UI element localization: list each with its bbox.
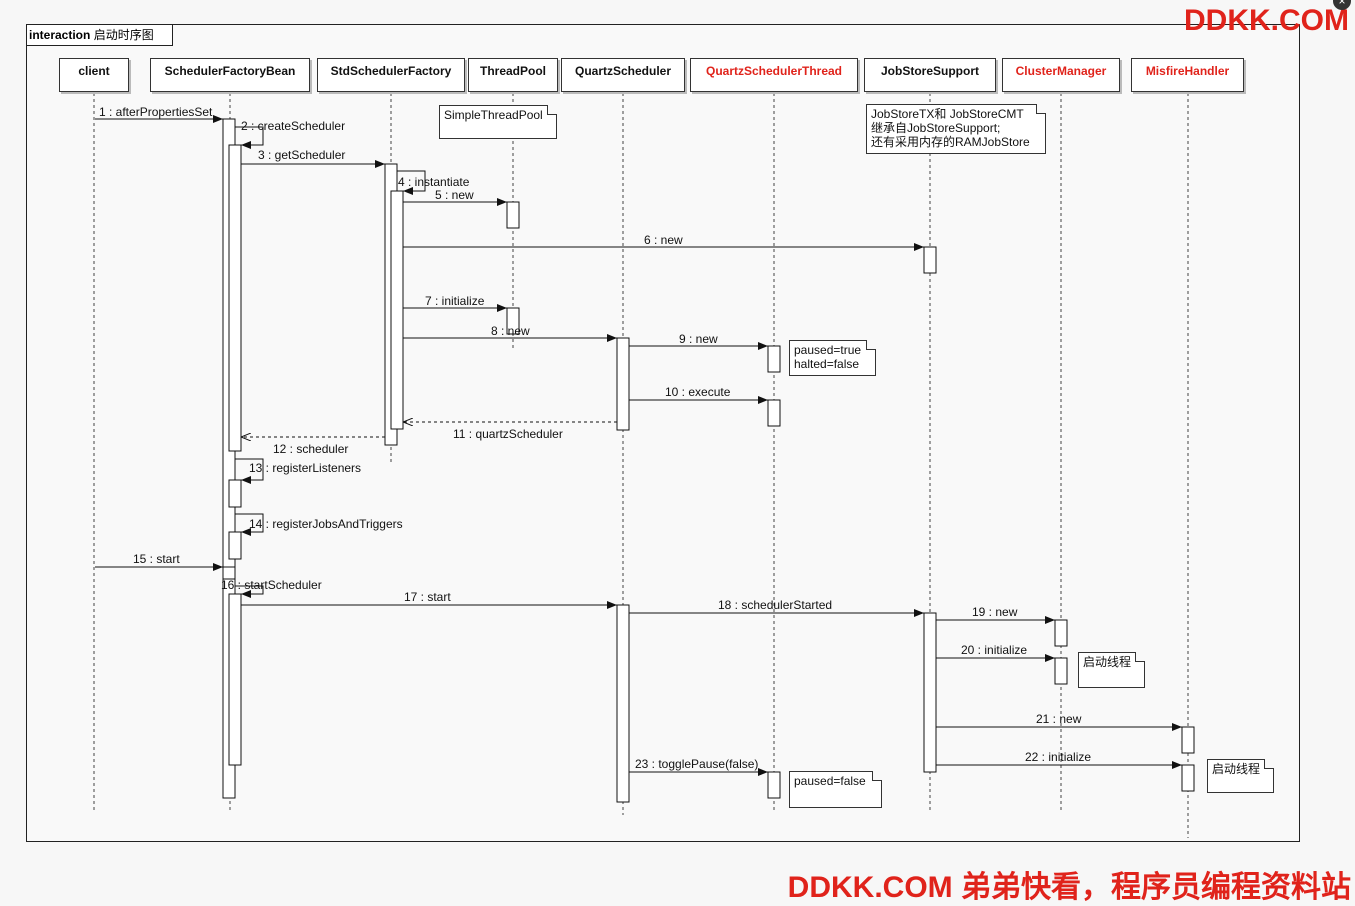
lifeline-label: client xyxy=(78,64,110,78)
lifeline-cluster-manager[interactable]: ClusterManager xyxy=(1002,58,1120,92)
activation-bar-14 xyxy=(767,399,781,427)
activation-bar-21 xyxy=(1181,764,1195,792)
activation-bar-11 xyxy=(616,337,630,431)
activation-bar-13 xyxy=(767,345,781,373)
message-1-label: 1 : afterPropertiesSet xyxy=(99,105,213,119)
self-message-arrow-14 xyxy=(235,513,264,536)
lifeline-label: StdSchedulerFactory xyxy=(330,64,452,78)
message-2-label: 2 : createScheduler xyxy=(241,119,346,133)
note-misfire-start-thread: 启动线程 xyxy=(1207,759,1274,793)
message-19-label: 19 : new xyxy=(972,605,1018,619)
activation-bar-3 xyxy=(228,479,242,508)
activation-bar-8 xyxy=(390,190,404,430)
activation-bar-16 xyxy=(923,246,937,274)
message-15-label: 15 : start xyxy=(133,552,180,566)
note-fold-corner xyxy=(547,105,557,115)
activation-bar-19 xyxy=(1054,657,1068,685)
note-line: 继承自JobStoreSupport; xyxy=(871,121,1001,135)
message-13-label: 13 : registerListeners xyxy=(249,461,362,475)
activation-bar-15 xyxy=(767,771,781,799)
activation-bar-20 xyxy=(1181,726,1195,754)
note-line: 启动线程 xyxy=(1212,762,1261,776)
note-job-store: JobStoreTX和 JobStoreCMT 继承自JobStoreSuppo… xyxy=(866,104,1046,154)
note-paused-false: paused=false xyxy=(789,771,882,808)
note-simple-thread-pool: SimpleThreadPool xyxy=(439,105,557,139)
message-8-label: 8 : new xyxy=(491,324,530,338)
lifeline-label: QuartzSchedulerThread xyxy=(705,64,843,78)
note-line: paused=true xyxy=(794,343,862,357)
note-line: 还有采用内存的RAMJobStore xyxy=(871,135,1030,149)
note-fold-corner xyxy=(1135,652,1145,662)
activation-bar-12 xyxy=(616,604,630,803)
message-17-label: 17 : start xyxy=(404,590,451,604)
lifeline-scheduler-factory-bean[interactable]: SchedulerFactoryBean xyxy=(150,58,310,92)
message-7-label: 7 : initialize xyxy=(425,294,485,308)
message-4-label: 4 : instantiate xyxy=(398,175,470,189)
message-12-label: 12 : scheduler xyxy=(273,442,349,456)
activation-bar-10 xyxy=(506,307,520,335)
self-message-arrow-4 xyxy=(397,170,426,195)
message-6-label: 6 : new xyxy=(644,233,683,247)
lifeline-label: ThreadPool xyxy=(479,64,546,78)
message-23-label: 23 : togglePause(false) xyxy=(635,757,759,771)
message-22-label: 22 : initialize xyxy=(1025,750,1092,764)
message-21-label: 21 : new xyxy=(1036,712,1082,726)
note-fold-corner xyxy=(1264,759,1274,769)
message-11-label: 11 : quartzScheduler xyxy=(453,427,563,441)
message-5-label: 5 : new xyxy=(435,188,474,202)
activation-bar-2 xyxy=(228,144,242,452)
activation-bar-9 xyxy=(506,201,520,229)
watermark-logo-top: DDKK.COM xyxy=(1184,4,1349,37)
lifeline-quartz-scheduler[interactable]: QuartzScheduler xyxy=(561,58,685,92)
lifeline-job-store-support[interactable]: JobStoreSupport xyxy=(864,58,996,92)
message-3-label: 3 : getScheduler xyxy=(258,148,346,162)
lifeline-misfire-handler[interactable]: MisfireHandler xyxy=(1131,58,1244,92)
note-cluster-start-thread: 启动线程 xyxy=(1078,652,1145,688)
lifeline-std-scheduler-factory[interactable]: StdSchedulerFactory xyxy=(317,58,465,92)
lifeline-label: QuartzScheduler xyxy=(574,64,672,78)
activation-bar-5 xyxy=(222,566,236,580)
lifeline-quartz-scheduler-thread[interactable]: QuartzSchedulerThread xyxy=(690,58,858,92)
note-line: halted=false xyxy=(794,357,860,371)
activation-bar-17 xyxy=(923,612,937,773)
note-fold-corner xyxy=(872,771,882,781)
lifeline-label: JobStoreSupport xyxy=(881,64,979,78)
activation-bar-6 xyxy=(228,593,242,766)
message-9-label: 9 : new xyxy=(679,332,718,346)
lifeline-label: SchedulerFactoryBean xyxy=(164,64,296,78)
close-icon[interactable]: × xyxy=(1333,0,1351,10)
message-16-label: 16 : startScheduler xyxy=(221,578,322,592)
lifeline-client[interactable]: client xyxy=(59,58,129,92)
note-line: SimpleThreadPool xyxy=(444,108,543,122)
message-14-label: 14 : registerJobsAndTriggers xyxy=(249,517,403,531)
lifeline-thread-pool[interactable]: ThreadPool xyxy=(468,58,558,92)
note-line: JobStoreTX和 JobStoreCMT xyxy=(871,107,1024,121)
self-message-arrow-13 xyxy=(235,458,264,484)
activation-bar-18 xyxy=(1054,619,1068,647)
note-line: paused=false xyxy=(794,774,866,788)
self-message-arrow-2 xyxy=(235,126,264,149)
message-18-label: 18 : schedulerStarted xyxy=(718,598,833,612)
frame-title-tab: interaction 启动时序图 xyxy=(27,25,173,46)
watermark-banner-bottom: DDKK.COM 弟弟快看，程序员编程资料站 xyxy=(787,871,1351,904)
note-line: 启动线程 xyxy=(1083,655,1132,669)
note-fold-corner xyxy=(1036,104,1046,114)
note-fold-corner xyxy=(866,340,876,350)
note-paused-true-halted-false: paused=true halted=false xyxy=(789,340,876,376)
lifeline-label: ClusterManager xyxy=(1015,64,1107,78)
frame-keyword: interaction xyxy=(29,28,91,42)
frame-title: 启动时序图 xyxy=(93,28,154,42)
activation-bar-4 xyxy=(228,531,242,560)
message-10-label: 10 : execute xyxy=(665,385,731,399)
message-20-label: 20 : initialize xyxy=(961,643,1028,657)
lifeline-label: MisfireHandler xyxy=(1145,64,1230,78)
self-message-arrow-16 xyxy=(235,585,264,598)
